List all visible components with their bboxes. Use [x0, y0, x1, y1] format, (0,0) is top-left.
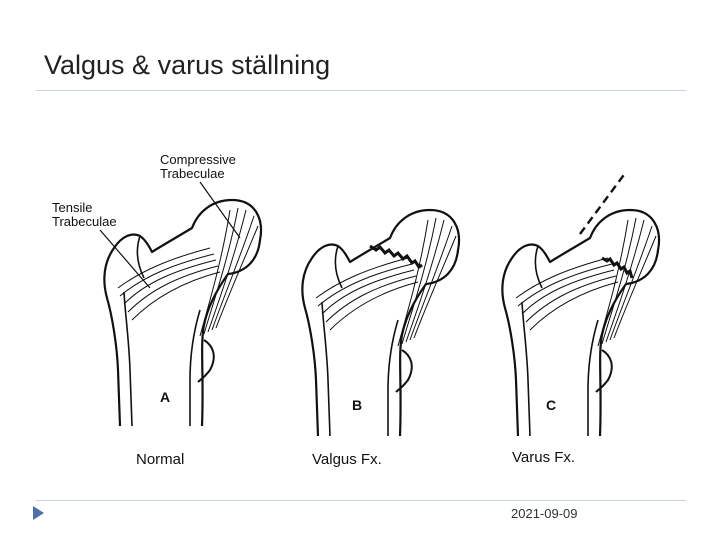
varus-fracture-line [601, 256, 634, 279]
panel-b-letter: B [352, 397, 362, 413]
compressive-leader [199, 181, 241, 239]
panel-b-femur [301, 208, 461, 438]
panel-c-letter: C [546, 397, 556, 413]
tensile-leader [99, 229, 151, 289]
slide-title: Valgus & varus ställning [44, 50, 331, 80]
label-tensile-line1: Tensile [52, 200, 92, 215]
panel-c-caption: Varus Fx. [512, 449, 575, 466]
label-compressive-line2: Trabeculae [160, 166, 225, 181]
label-tensile-line2: Trabeculae [52, 214, 117, 229]
varus-dashed-axis [579, 171, 627, 235]
panel-b-caption: Valgus Fx. [312, 451, 382, 468]
panel-a-caption: Normal [136, 451, 184, 468]
title-divider [36, 90, 686, 91]
triangle-right-icon [33, 506, 44, 520]
label-compressive-line1: Compressive [160, 152, 236, 167]
footer-divider [36, 500, 686, 501]
panel-a-letter: A [160, 389, 170, 405]
footer-date: 2021-09-09 [511, 506, 578, 521]
femur-fracture-illustration: Compressive Trabeculae Tensile Trabecula… [52, 152, 661, 468]
valgus-fracture-line [369, 244, 423, 270]
panel-c-femur [501, 171, 661, 438]
